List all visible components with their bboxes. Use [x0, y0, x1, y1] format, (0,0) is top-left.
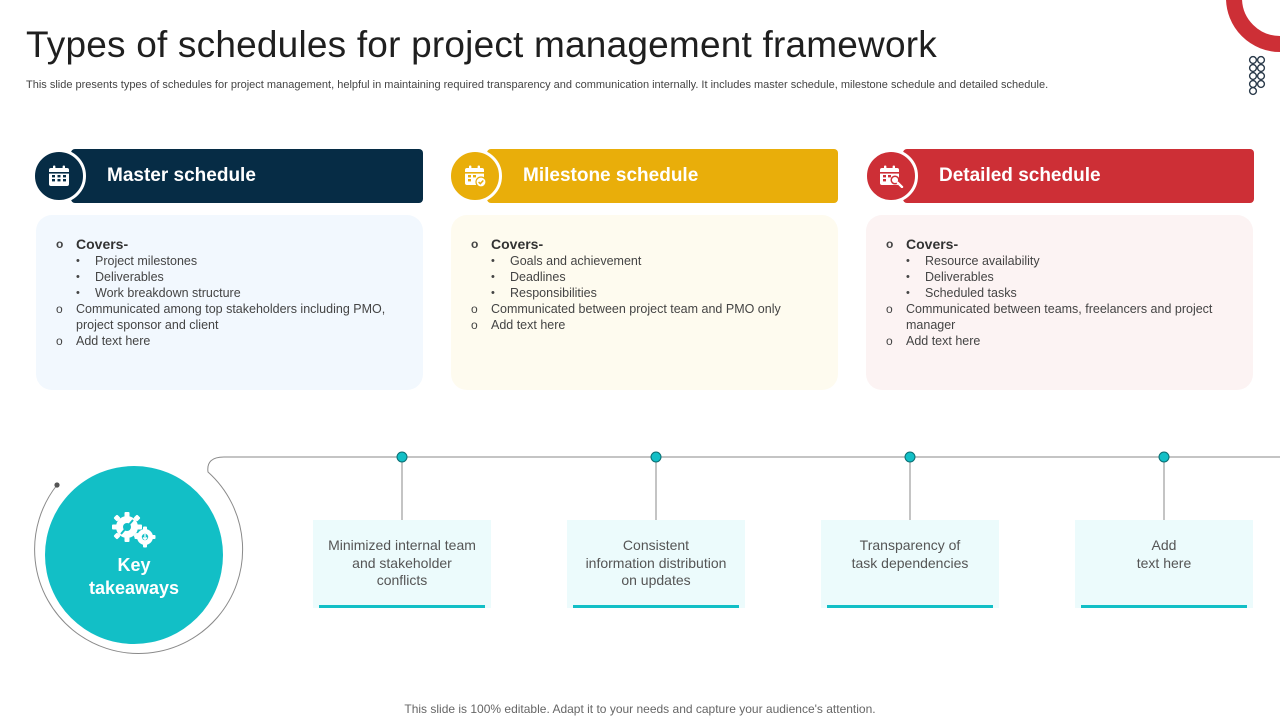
- detailed-schedule-header: Detailed schedule: [903, 149, 1254, 203]
- key-takeaways-label: Key takeaways: [88, 555, 180, 598]
- master-schedule-header: Master schedule: [71, 149, 423, 203]
- list-item: Deliverables: [906, 269, 1233, 285]
- calendar-search-icon: [880, 165, 904, 188]
- list-item: Deliverables: [76, 269, 403, 285]
- detailed-schedule-body: Covers- Resource availability Deliverabl…: [866, 215, 1253, 390]
- list-item: Add text here: [886, 333, 1233, 349]
- list-item: Deadlines: [491, 269, 818, 285]
- calendar-icon: [49, 165, 69, 186]
- takeaway-box: Transparency of task dependencies: [821, 520, 999, 608]
- milestone-schedule-header: Milestone schedule: [487, 149, 838, 203]
- takeaway-box: Add text here: [1075, 520, 1253, 608]
- list-item: Goals and achievement: [491, 253, 818, 269]
- covers-item: Covers- Resource availability Deliverabl…: [886, 236, 1233, 301]
- slide-title: Types of schedules for project managemen…: [26, 24, 937, 65]
- master-schedule-body: Covers- Project milestones Deliverables …: [36, 215, 423, 390]
- takeaways-timeline: [34, 451, 1280, 654]
- gears-icon: [112, 512, 156, 548]
- master-schedule-icon-badge: [32, 149, 86, 203]
- detailed-schedule-icon-badge: [864, 149, 918, 203]
- card-heading: Milestone schedule: [523, 165, 699, 186]
- key-takeaways-badge: Key takeaways: [45, 466, 223, 644]
- list-item: Communicated among top stakeholders incl…: [56, 301, 403, 333]
- covers-item: Covers- Project milestones Deliverables …: [56, 236, 403, 301]
- list-item: Communicated between project team and PM…: [471, 301, 818, 317]
- covers-label: Covers-: [491, 236, 544, 252]
- covers-label: Covers-: [76, 236, 129, 252]
- slide-footer: This slide is 100% editable. Adapt it to…: [404, 702, 876, 716]
- decorative-ring-dots-icon: [1226, 0, 1280, 96]
- covers-item: Covers- Goals and achievement Deadlines …: [471, 236, 818, 301]
- list-item: Add text here: [56, 333, 403, 349]
- calendar-check-icon: [465, 165, 487, 188]
- list-item: Resource availability: [906, 253, 1233, 269]
- list-item: Add text here: [471, 317, 818, 333]
- list-item: Work breakdown structure: [76, 285, 403, 301]
- list-item: Communicated between teams, freelancers …: [886, 301, 1233, 333]
- takeaway-box: Minimized internal team and stakeholder …: [313, 520, 491, 608]
- covers-label: Covers-: [906, 236, 959, 252]
- card-heading: Master schedule: [107, 165, 256, 186]
- list-item: Scheduled tasks: [906, 285, 1233, 301]
- milestone-schedule-body: Covers- Goals and achievement Deadlines …: [451, 215, 838, 390]
- list-item: Responsibilities: [491, 285, 818, 301]
- milestone-schedule-icon-badge: [448, 149, 502, 203]
- takeaway-box: Consistent information distribution on u…: [567, 520, 745, 608]
- card-heading: Detailed schedule: [939, 165, 1101, 186]
- list-item: Project milestones: [76, 253, 403, 269]
- slide-subtitle: This slide presents types of schedules f…: [26, 79, 1049, 91]
